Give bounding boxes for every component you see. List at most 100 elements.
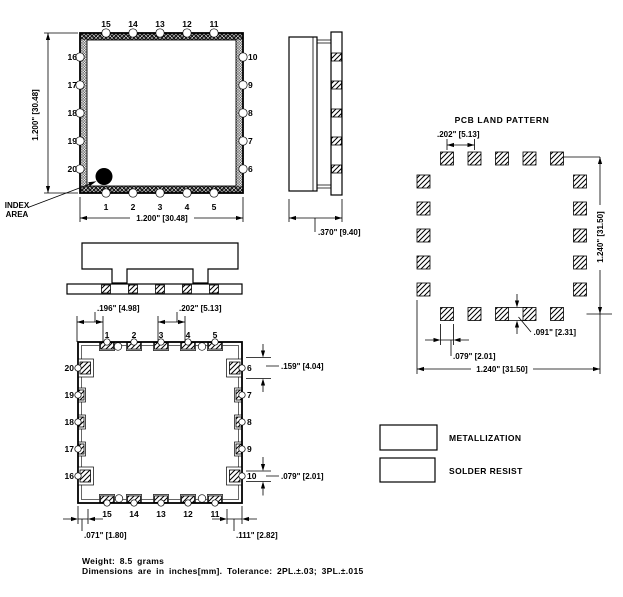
pin-number: 1: [105, 330, 110, 340]
land-dimension-width: 1.240" [31.50]: [416, 300, 601, 374]
pin-number: 20: [68, 164, 78, 174]
land-pattern-title: PCB LAND PATTERN: [455, 115, 550, 125]
pin-number: 20: [65, 363, 75, 373]
legend: METALLIZATION SOLDER RESIST: [379, 424, 523, 483]
pin-number: 16: [68, 52, 78, 62]
land-dimension-pad-height: .091" [2.31]: [507, 294, 576, 337]
side-view-pads: [331, 52, 342, 174]
dim-label: .079" [2.01]: [453, 352, 496, 361]
legend-solder-resist-swatch: [379, 457, 436, 483]
pin-number: 15: [101, 19, 111, 29]
pin-number: 18: [68, 108, 78, 118]
pin-number: 8: [248, 108, 253, 118]
bottom-view: 1 2 3 4 5 20 19 18 17 16 6 7 8 9 10 15 1…: [63, 304, 324, 540]
land-dimension-pad-width: .079" [2.01]: [425, 324, 496, 361]
pin-number: 7: [247, 390, 252, 400]
front-body: [81, 242, 239, 284]
top-view-pin-numbers: 15 14 13 12 11 16 17 18 19 20 10 9 8 7 6…: [68, 19, 258, 212]
tolerance-note: Dimensions are in inches[mm]. Tolerance:…: [82, 566, 364, 576]
pcb-land-pattern: PCB LAND PATTERN .202" [5.13] 1.240" [31…: [416, 115, 612, 374]
pin-number: 13: [155, 19, 165, 29]
pin-number: 15: [102, 509, 112, 519]
pin-number: 6: [247, 363, 252, 373]
index-area-label: INDEX AREA: [5, 181, 97, 219]
svg-text:AREA: AREA: [6, 210, 29, 219]
hole: [197, 342, 207, 351]
pin-number: 6: [248, 164, 253, 174]
pin-number: 10: [248, 52, 258, 62]
top-view-notches: [75, 28, 248, 198]
legend-metallization-label: METALLIZATION: [449, 433, 521, 443]
bottom-view-pin-numbers: 1 2 3 4 5 20 19 18 17 16 6 7 8 9 10 15 1…: [65, 330, 257, 519]
dim-label: .202" [5.13]: [179, 304, 222, 313]
dim-label: 1.240" [31.50]: [596, 211, 605, 263]
pin-number: 18: [65, 417, 75, 427]
legend-solder-resist-label: SOLDER RESIST: [449, 466, 523, 476]
index-leader-line: [27, 183, 91, 208]
pin-number: 10: [247, 471, 257, 481]
dim-label: .196" [4.98]: [97, 304, 140, 313]
dimension-edge-right: .111" [2.82]: [212, 506, 278, 540]
land-pattern-pads: [416, 151, 587, 321]
pin-number: 5: [213, 330, 218, 340]
dimension-depth: .370" [9.40]: [288, 199, 361, 237]
pin-number: 12: [182, 19, 192, 29]
dim-label: 1.200" [30.48]: [31, 89, 40, 141]
dimension-pad-length: .159" [4.04]: [246, 344, 324, 392]
pin-number: 2: [132, 330, 137, 340]
dim-label: .079" [2.01]: [281, 472, 324, 481]
dim-label: .370" [9.40]: [318, 228, 361, 237]
dimension-height: 1.200" [30.48]: [31, 32, 78, 194]
side-view: .370" [9.40]: [288, 31, 361, 237]
pin-number: 3: [158, 202, 163, 212]
pin-number: 14: [129, 509, 139, 519]
pin-number: 17: [65, 444, 75, 454]
pin-number: 5: [212, 202, 217, 212]
dim-label: 1.200" [30.48]: [136, 214, 188, 223]
pin-number: 9: [248, 80, 253, 90]
dimension-width: 1.200" [30.48]: [79, 197, 244, 223]
dim-label: .091" [2.31]: [534, 328, 577, 337]
hole: [113, 342, 123, 351]
dim-label: .202" [5.13]: [437, 130, 480, 139]
pin-number: 11: [210, 19, 219, 29]
pin-number: 13: [156, 509, 166, 519]
legend-metallization-swatch: [379, 424, 438, 451]
land-dimension-height: 1.240" [31.50]: [563, 156, 612, 315]
pin-number: 2: [131, 202, 136, 212]
pin-number: 11: [211, 509, 220, 519]
package-cavity: [86, 39, 237, 187]
hole: [114, 494, 124, 503]
dimension-pad-width: .079" [2.01]: [246, 457, 324, 496]
pin-number: 4: [185, 202, 190, 212]
pin-number: 19: [65, 390, 75, 400]
front-pad-strip: [66, 283, 243, 295]
dim-label: .159" [4.04]: [281, 362, 324, 371]
top-view: 15 14 13 12 11 16 17 18 19 20 10 9 8 7 6…: [5, 19, 258, 223]
pin-number: 12: [183, 509, 193, 519]
dim-label: .111" [2.82]: [236, 531, 278, 540]
bottom-view-pads: [74, 338, 246, 507]
svg-text:INDEX: INDEX: [5, 201, 30, 210]
pin-number: 19: [68, 136, 78, 146]
dimension-pitch: .202" [5.13]: [157, 304, 222, 342]
pin-number: 3: [159, 330, 164, 340]
side-castellation-strip: [330, 31, 343, 196]
index-area-dot: [95, 168, 113, 185]
front-view: [66, 242, 243, 295]
pin-number: 16: [65, 471, 75, 481]
pin-number: 4: [186, 330, 191, 340]
pin-number: 7: [248, 136, 253, 146]
side-body: [288, 36, 318, 192]
bottom-body: [77, 341, 243, 504]
pin-number: 14: [128, 19, 138, 29]
notes: Weight: 8.5 grams Dimensions are in inch…: [82, 556, 364, 576]
dim-label: 1.240" [31.50]: [476, 365, 528, 374]
bottom-inner-outline: [81, 345, 239, 500]
pin-number: 9: [247, 444, 252, 454]
hole: [197, 494, 207, 503]
pin-number: 17: [68, 80, 78, 90]
dimension-offset: .196" [4.98]: [76, 304, 140, 342]
